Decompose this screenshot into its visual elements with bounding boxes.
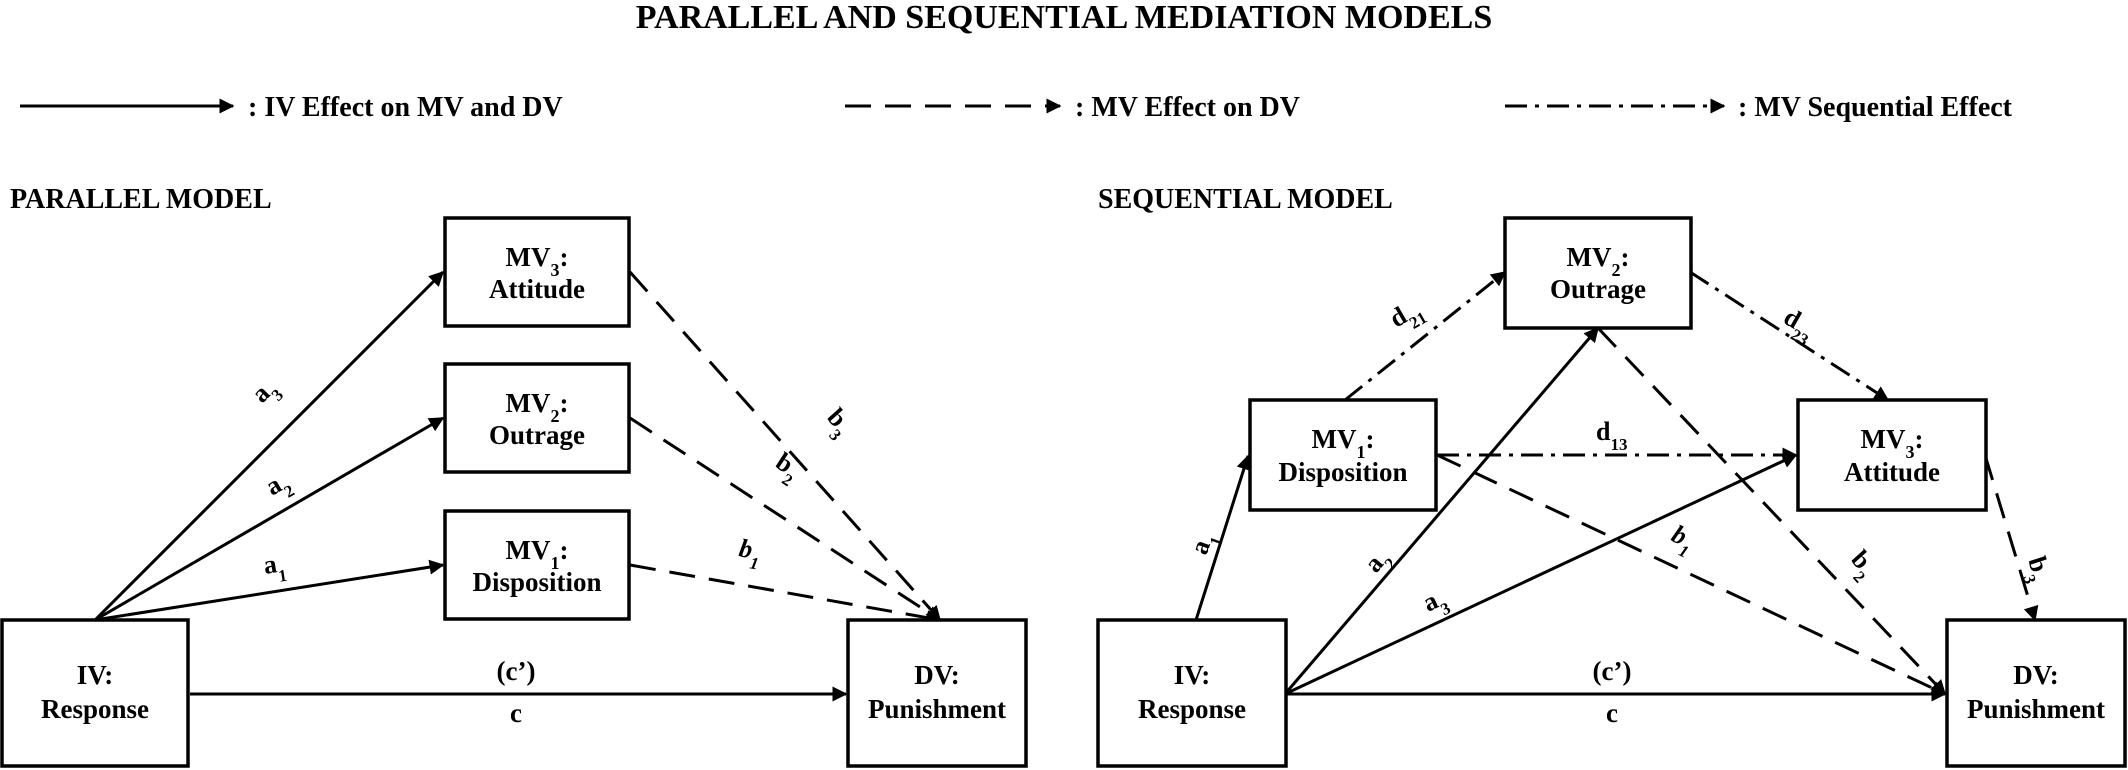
sequential-model: SEQUENTIAL MODEL MV2: Outrage MV1: Dispo… (1096, 184, 2127, 768)
parallel-mv2-box: MV2: Outrage (443, 362, 631, 474)
arrow-mv3-to-dv (628, 271, 942, 622)
arrow-mv2-to-mv3 (1689, 270, 1890, 402)
label-a1: a1 (261, 548, 288, 587)
label-seq-b2: b2 (1840, 545, 1882, 586)
svg-text:DV:: DV: (2013, 660, 2059, 690)
svg-text:Punishment: Punishment (868, 694, 1006, 724)
sequential-dv-box: DV: Punishment (1945, 618, 2127, 768)
parallel-mv3-box: MV3: Attitude (443, 216, 631, 328)
svg-text:MV2:: MV2: (506, 388, 569, 426)
label-seq-a2: a2 (1358, 543, 1400, 583)
svg-text:MV2:: MV2: (1567, 242, 1630, 280)
diagram-title: PARALLEL AND SEQUENTIAL MEDIATION MODELS (636, 0, 1492, 36)
label-a2: a2 (261, 465, 298, 507)
label-seq-a1: a1 (1184, 528, 1226, 561)
mv3-subscript: 3 (550, 260, 559, 280)
label-d21: d21 (1385, 292, 1431, 339)
sequential-iv-box: IV: Response (1096, 618, 1288, 768)
parallel-heading: PARALLEL MODEL (10, 184, 272, 215)
parallel-iv-box: IV: Response (0, 618, 190, 768)
sequential-mv1-box: MV1: Disposition (1248, 398, 1438, 512)
parallel-model: PARALLEL MODEL MV3: Attitude MV2: Outrag… (0, 184, 1028, 768)
label-b1: b1 (736, 533, 764, 573)
svg-text:Response: Response (41, 694, 149, 724)
svg-text:IV:: IV: (77, 660, 114, 690)
svg-text:Response: Response (1138, 694, 1246, 724)
svg-text:Disposition: Disposition (1278, 457, 1407, 487)
label-seq-b3: b3 (2015, 553, 2057, 586)
label-seq-cprime: (c’) (1593, 656, 1632, 686)
label-b2: b2 (767, 447, 806, 490)
arrow-iv-to-mv1 (94, 559, 445, 622)
sequential-mv3-box: MV3: Attitude (1796, 398, 1988, 512)
svg-text:IV:: IV: (1174, 660, 1211, 690)
parallel-dv-box: DV: Punishment (846, 618, 1028, 768)
arrow-iv-to-mv2 (1283, 326, 1600, 695)
arrow-mv2-to-dv-seq (1596, 326, 1947, 696)
arrow-iv-to-mv2 (94, 416, 445, 622)
parallel-mv1-box: MV1: Disposition (443, 509, 631, 621)
label-seq-c: c (1606, 698, 1618, 728)
label-d23: d23 (1775, 302, 1821, 349)
arrow-iv-to-mv3 (93, 270, 445, 622)
legend: : IV Effect on MV and DV : MV Effect on … (20, 92, 2013, 123)
label-a3: a3 (246, 373, 287, 414)
arrow-mv2-to-dv (629, 416, 942, 622)
sequential-heading: SEQUENTIAL MODEL (1098, 184, 1393, 215)
arrow-mv3-to-dv-seq (1983, 454, 2039, 622)
arrow-mv1-to-mv2 (1344, 270, 1507, 402)
arrow-mv1-to-dv (629, 563, 942, 626)
legend-dashed-label: : MV Effect on DV (1075, 92, 1300, 123)
svg-text:Punishment: Punishment (1967, 694, 2105, 724)
svg-text:MV1:: MV1: (506, 535, 569, 573)
label-b3: b3 (816, 403, 858, 444)
arrow-iv-to-mv1 (1194, 454, 1252, 621)
legend-dashdot-label: : MV Sequential Effect (1738, 92, 2013, 123)
mv3-name: MV (506, 242, 551, 272)
label-cprime: (c’) (497, 656, 536, 686)
label-d13: d13 (1596, 417, 1627, 454)
legend-solid-label: : IV Effect on MV and DV (248, 92, 563, 123)
svg-text:Attitude: Attitude (1844, 457, 1940, 487)
mv3-label: Attitude (489, 274, 585, 304)
svg-text:MV3:: MV3: (506, 242, 569, 280)
svg-text:Outrage: Outrage (1550, 274, 1646, 304)
mv2-label: Outrage (489, 420, 585, 450)
svg-text:MV1:: MV1: (1312, 424, 1375, 462)
mv1-label: Disposition (472, 567, 601, 597)
label-c: c (510, 698, 522, 728)
svg-text:DV:: DV: (914, 660, 960, 690)
svg-text:MV3:: MV3: (1861, 424, 1924, 462)
sequential-mv2-box: MV2: Outrage (1503, 216, 1693, 330)
arrow-iv-to-mv3 (1284, 453, 1798, 696)
label-seq-b1: b1 (1664, 519, 1699, 561)
arrow-mv1-to-dv-seq (1436, 453, 1947, 696)
